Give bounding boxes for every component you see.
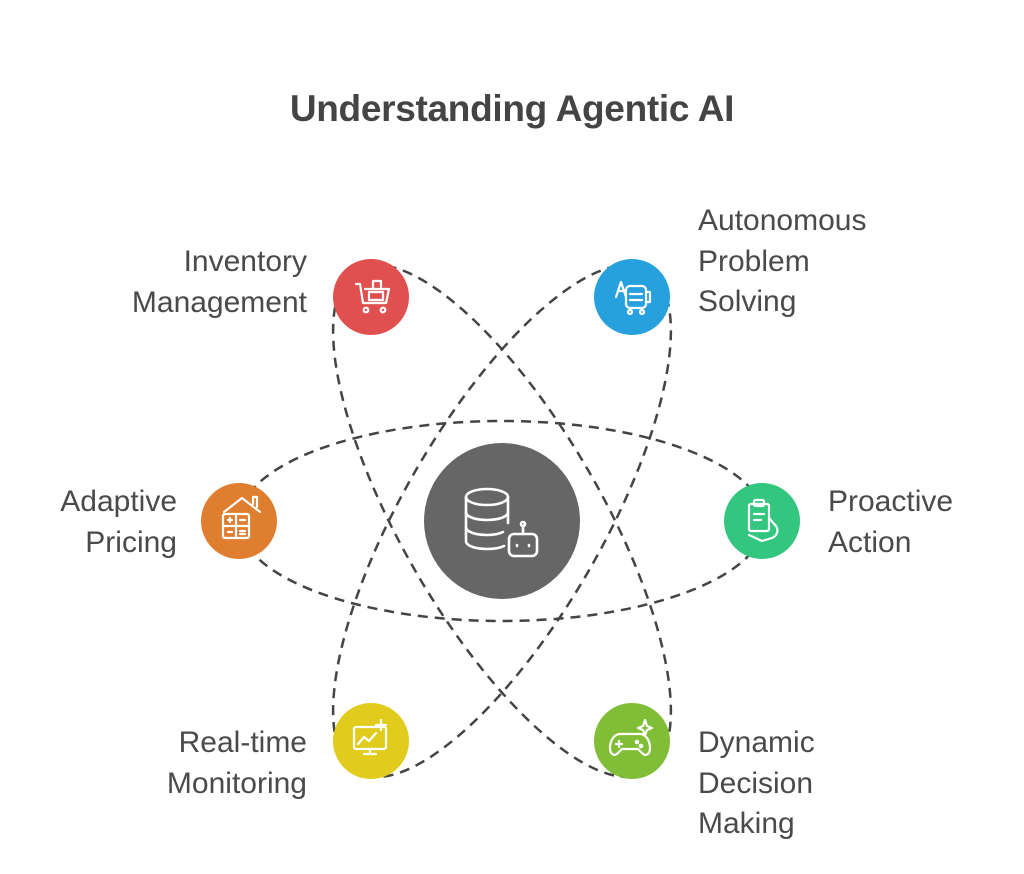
center-hub bbox=[424, 443, 580, 599]
label-inventory-management: Inventory Management bbox=[131, 245, 307, 319]
node-proactive bbox=[724, 483, 800, 559]
shopping-cart-icon bbox=[354, 279, 391, 314]
node-realtime bbox=[333, 703, 409, 779]
robot-translate-icon bbox=[614, 280, 652, 316]
node-inventory bbox=[333, 259, 409, 335]
label-proactive-action: Proactive Action bbox=[828, 485, 954, 559]
database-robot-icon bbox=[464, 487, 539, 558]
label-adaptive-pricing: Adaptive Pricing bbox=[60, 485, 177, 559]
monitor-chart-icon bbox=[352, 718, 388, 756]
clipboard-hand-icon bbox=[747, 498, 779, 543]
label-dynamic-decision-making: Dynamic Decision Making bbox=[698, 726, 815, 840]
node-dynamic bbox=[594, 703, 670, 779]
house-calculator-icon bbox=[221, 495, 262, 540]
label-autonomous-problem-solving: Autonomous Problem Solving bbox=[698, 204, 867, 318]
diagram-title: Understanding Agentic AI bbox=[289, 88, 735, 129]
node-adaptive bbox=[201, 483, 277, 559]
gamepad-sparkle-icon bbox=[608, 718, 654, 756]
node-autonomous bbox=[594, 259, 670, 335]
label-real-time-monitoring: Real-time Monitoring bbox=[166, 726, 307, 800]
